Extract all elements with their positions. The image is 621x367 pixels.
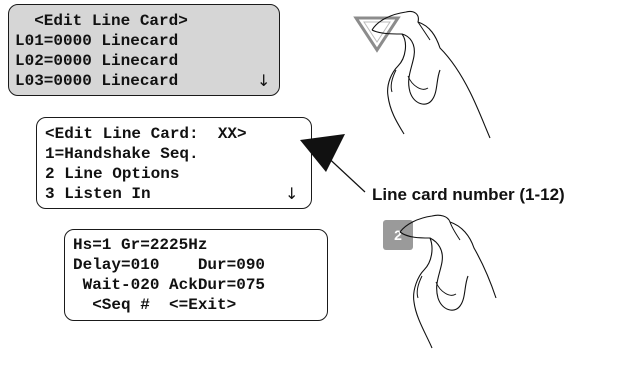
lcd-line: L01=0000 Linecard	[15, 32, 179, 50]
lcd-line: Delay=010 Dur=090	[73, 256, 266, 274]
lcd-screen-edit-line-card-menu: <Edit Line Card: XX> 1=Handshake Seq. 2 …	[36, 117, 312, 209]
lcd-line: <Edit Line Card>	[15, 12, 188, 30]
lcd-line: Hs=1 Gr=2225Hz	[73, 236, 208, 254]
lcd-screen-edit-line-card-list: <Edit Line Card> L01=0000 Linecard L02=0…	[8, 4, 280, 96]
lcd-line: <Seq # <=Exit>	[73, 296, 237, 314]
lcd-line: L02=0000 Linecard	[15, 52, 179, 70]
lcd-line: L03=0000 Linecard	[15, 72, 179, 90]
callout-label: Line card number (1-12)	[372, 185, 565, 204]
lcd-line: 3 Listen In	[45, 185, 151, 203]
lcd-line: Wait-020 AckDur=075	[73, 276, 266, 294]
lcd-line: 2 Line Options	[45, 165, 180, 183]
scroll-down-arrow-icon: ↓	[285, 184, 299, 203]
lcd-screen-handshake-settings: Hs=1 Gr=2225Hz Delay=010 Dur=090 Wait-02…	[64, 229, 328, 321]
scroll-down-arrow-icon: ↓	[257, 71, 271, 90]
lcd-line: <Edit Line Card: XX>	[45, 125, 247, 143]
lcd-line: 1=Handshake Seq.	[45, 145, 199, 163]
